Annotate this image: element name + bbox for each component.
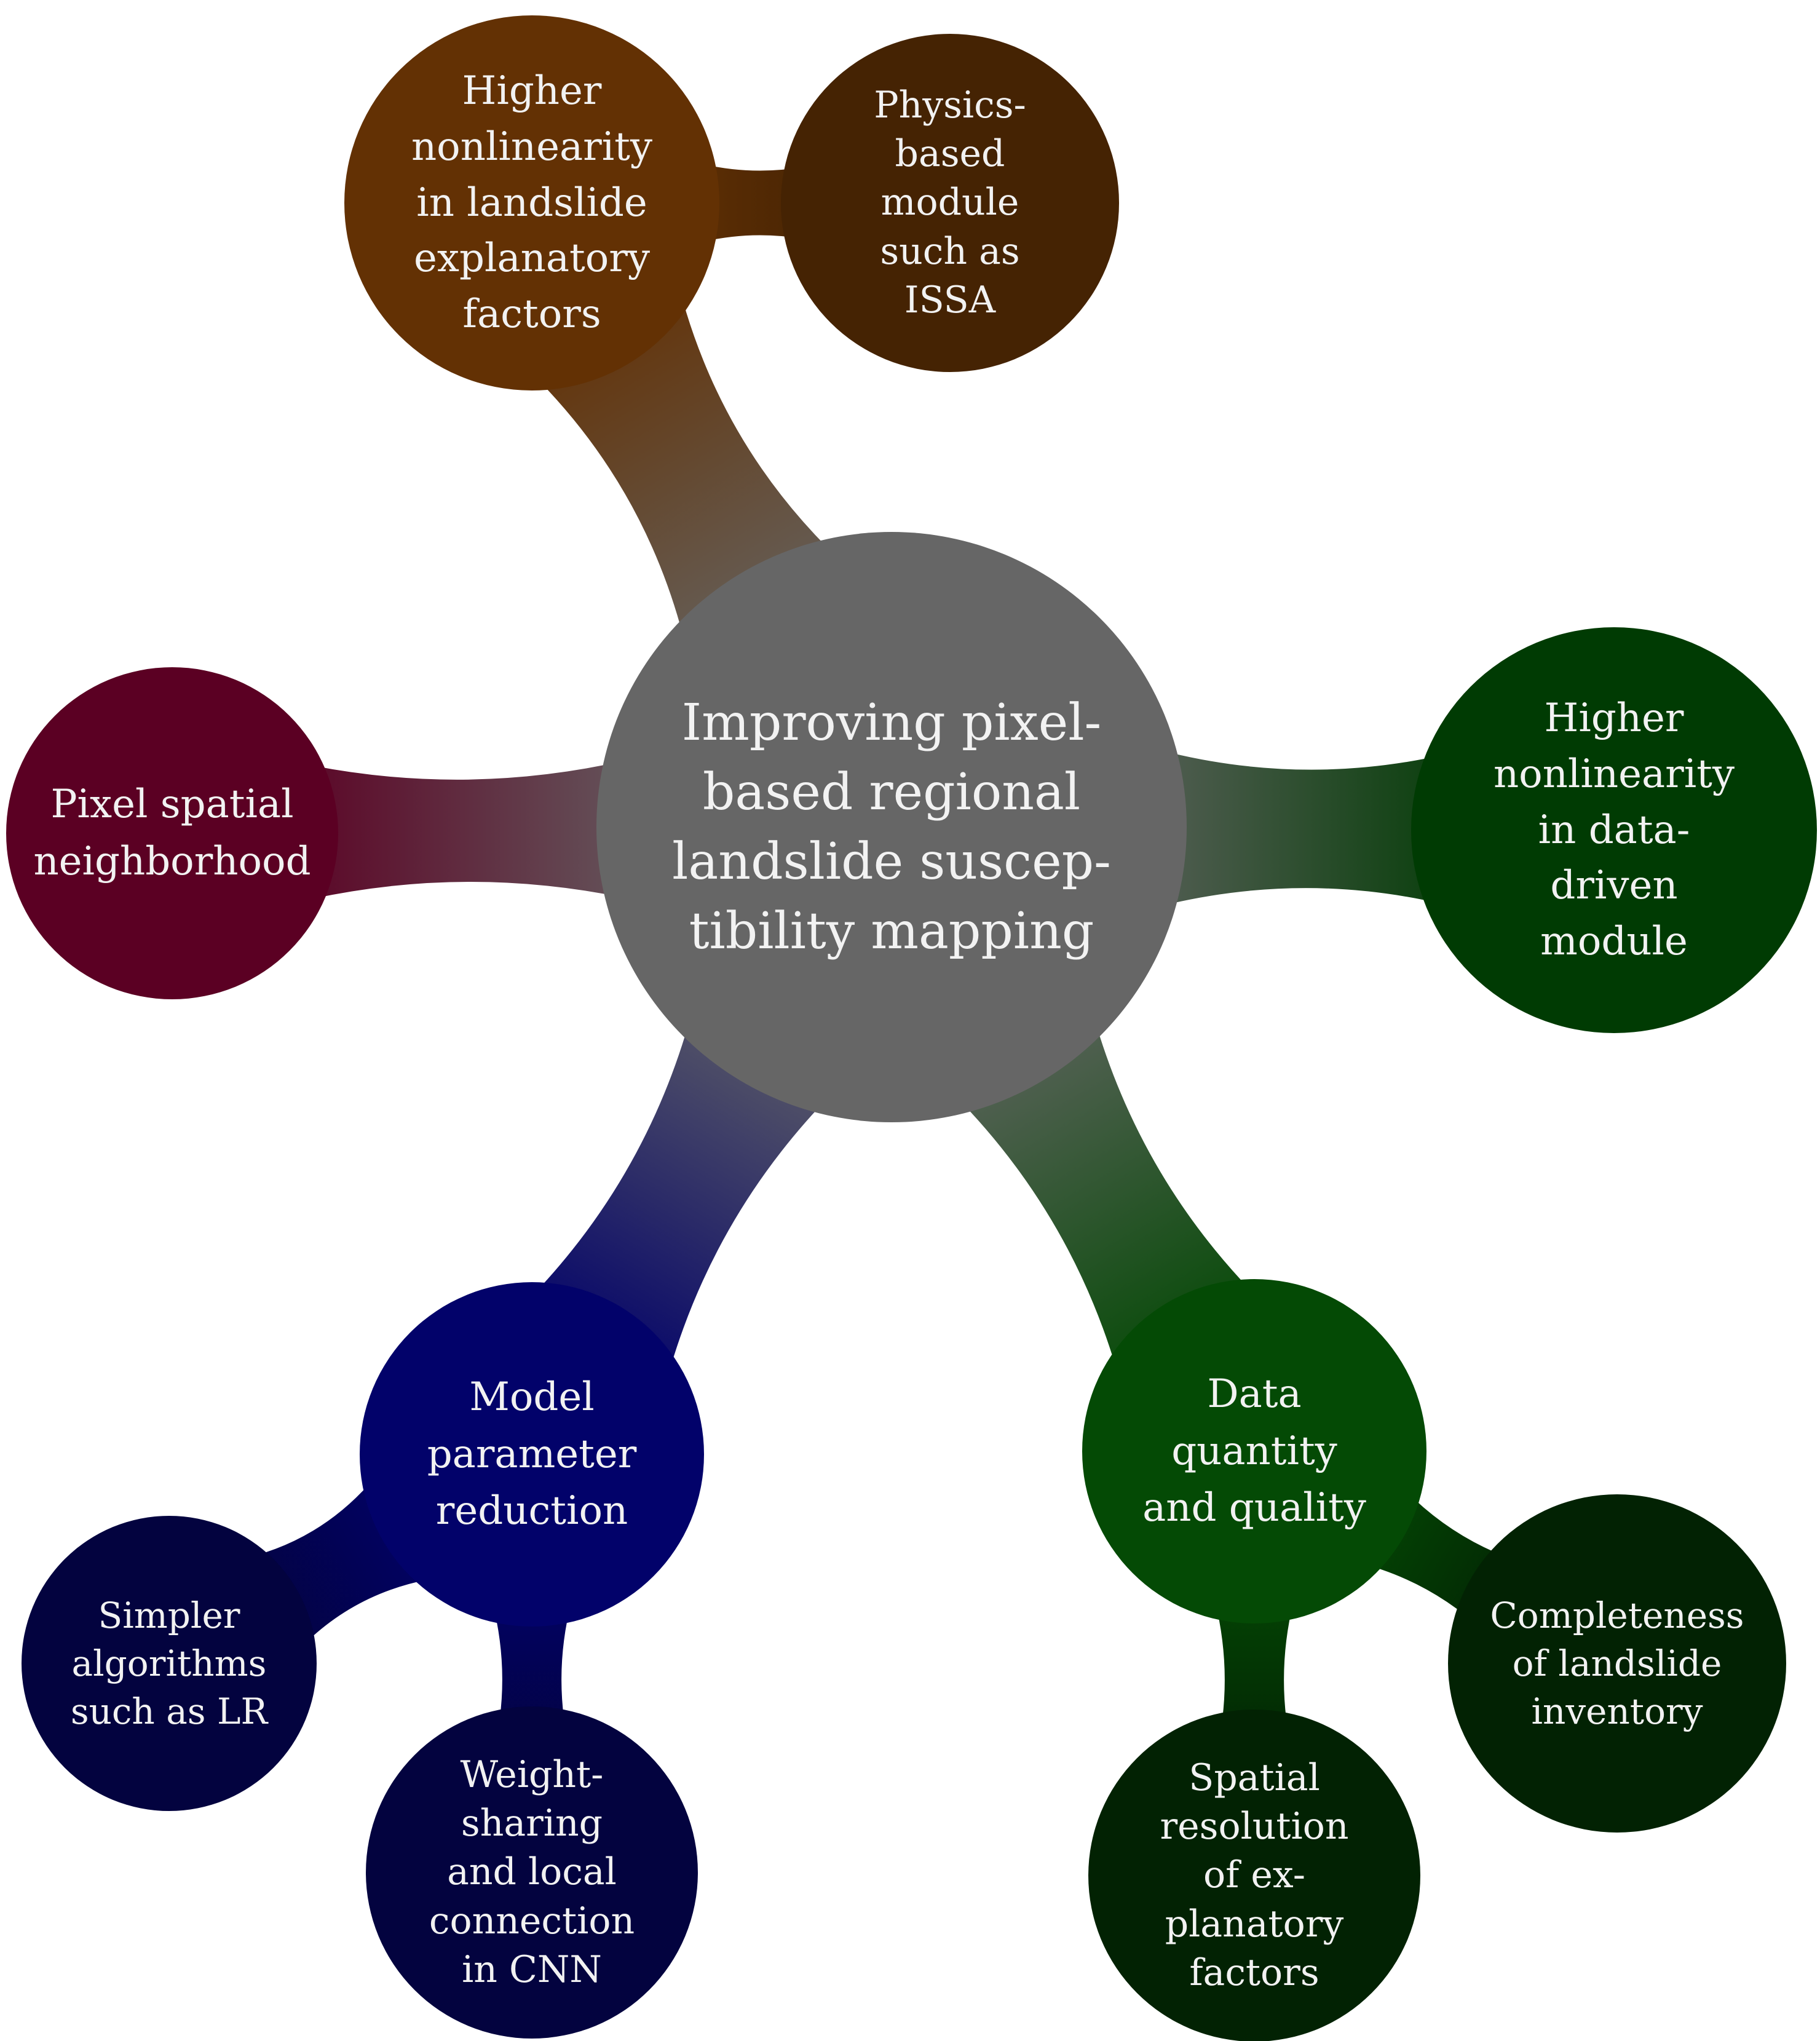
node-higher-nonlinearity-data-driven-module bbox=[1411, 627, 1817, 1033]
node-layer bbox=[6, 15, 1817, 2041]
node-data-quantity-quality bbox=[1082, 1279, 1426, 1623]
node-model-parameter-reduction bbox=[360, 1282, 704, 1627]
node-completeness-landslide-inventory bbox=[1448, 1494, 1786, 1833]
center-node bbox=[596, 532, 1187, 1122]
node-pixel-spatial-neighborhood bbox=[6, 667, 338, 999]
node-spatial-resolution bbox=[1088, 1710, 1420, 2041]
node-higher-nonlinearity-explanatory-factors bbox=[344, 15, 719, 390]
node-simpler-algorithms bbox=[22, 1516, 317, 1811]
node-physics-based-module bbox=[781, 34, 1119, 372]
node-weight-sharing-cnn bbox=[366, 1706, 698, 2039]
